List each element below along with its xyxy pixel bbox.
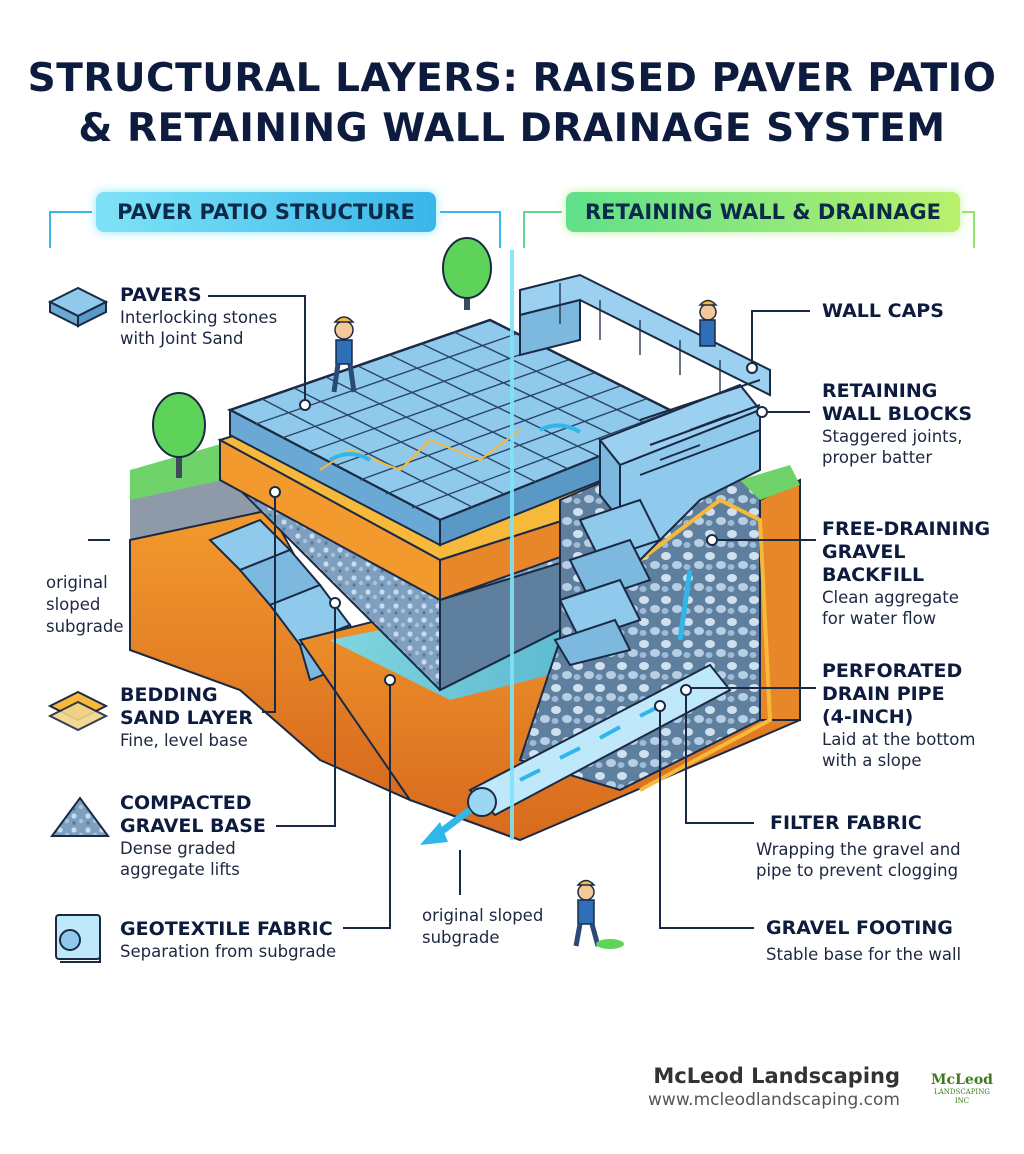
label-wall-blocks: RETAINING WALL BLOCKS Staggered joints, … bbox=[822, 380, 972, 468]
bracket-right-end bbox=[962, 211, 975, 248]
water-arrow-2 bbox=[539, 423, 582, 434]
label-bedding: BEDDING SAND LAYER Fine, level base bbox=[120, 684, 253, 751]
label-drain-pipe: PERFORATED DRAIN PIPE (4-INCH) Laid at t… bbox=[822, 660, 975, 771]
label-wall-blocks-heading: RETAINING WALL BLOCKS bbox=[822, 380, 973, 425]
logo-name: McLeod bbox=[931, 1072, 993, 1088]
label-geotextile-heading: GEOTEXTILE FABRIC bbox=[120, 918, 333, 940]
paver-stack-icon bbox=[47, 286, 109, 328]
label-filter-desc: Wrapping the gravel and pipe to prevent … bbox=[756, 840, 961, 880]
label-wall-blocks-desc: Staggered joints, proper batter bbox=[822, 427, 963, 467]
down-arrow bbox=[677, 569, 693, 641]
bracket-left bbox=[49, 211, 92, 248]
page-title: STRUCTURAL LAYERS: RAISED PAVER PATIO & … bbox=[0, 54, 1024, 154]
gravel-pile-icon bbox=[50, 796, 110, 837]
bracket-left-end bbox=[440, 211, 501, 248]
title-line-1: STRUCTURAL LAYERS: RAISED PAVER PATIO bbox=[27, 56, 997, 101]
leader-dots bbox=[269, 362, 768, 712]
brand-name: McLeod Landscaping bbox=[653, 1064, 900, 1088]
tree-icon bbox=[442, 237, 492, 310]
label-gravel-base-heading: COMPACTED GRAVEL BASE bbox=[120, 792, 266, 837]
wall-top-blocks bbox=[559, 283, 721, 392]
label-bedding-desc: Fine, level base bbox=[120, 731, 248, 750]
label-filter-heading: FILTER FABRIC bbox=[770, 812, 922, 834]
label-drain-pipe-heading: PERFORATED DRAIN PIPE (4-INCH) bbox=[822, 660, 963, 728]
back-grass bbox=[740, 465, 800, 500]
outflow-arrow-head bbox=[420, 822, 448, 845]
section-pill-paver: PAVER PATIO STRUCTURE bbox=[96, 192, 436, 232]
label-pavers: PAVERS Interlocking stones with Joint Sa… bbox=[120, 284, 277, 349]
worker-icon bbox=[698, 299, 718, 347]
section-pill-wall: RETAINING WALL & DRAINAGE bbox=[566, 192, 960, 232]
label-backfill: FREE-DRAINING GRAVEL BACKFILL Clean aggr… bbox=[822, 518, 990, 629]
fabric-roll-icon bbox=[55, 914, 101, 963]
drain-pipe bbox=[467, 663, 732, 817]
label-wall-caps-heading: WALL CAPS bbox=[822, 300, 944, 322]
leader-lines bbox=[88, 295, 816, 929]
brand-url: www.mcleodlandscaping.com bbox=[648, 1090, 900, 1110]
worker-icon bbox=[331, 316, 357, 393]
label-wall-caps: WALL CAPS bbox=[822, 300, 944, 323]
label-pavers-desc: Interlocking stones with Joint Sand bbox=[120, 308, 278, 348]
retaining-wall bbox=[519, 273, 771, 667]
water-arrow-1 bbox=[328, 452, 372, 462]
label-geotextile: GEOTEXTILE FABRIC Separation from subgra… bbox=[120, 918, 336, 962]
sand-layer-icon bbox=[47, 690, 109, 732]
title-line-2: & RETAINING WALL DRAINAGE SYSTEM bbox=[78, 106, 946, 151]
label-backfill-heading: FREE-DRAINING GRAVEL BACKFILL bbox=[822, 518, 991, 586]
label-backfill-desc: Clean aggregate for water flow bbox=[822, 588, 959, 628]
worker-icon bbox=[573, 879, 624, 949]
label-geotextile-desc: Separation from subgrade bbox=[120, 942, 337, 961]
company-logo: McLeod LANDSCAPING INC bbox=[928, 1072, 996, 1112]
label-bedding-heading: BEDDING SAND LAYER bbox=[120, 684, 254, 729]
label-filter-fabric: FILTER FABRIC Wrapping the gravel and pi… bbox=[756, 812, 961, 881]
filter-fabric bbox=[638, 497, 773, 792]
paver-grid bbox=[255, 331, 673, 509]
label-footing-desc: Stable base for the wall bbox=[766, 945, 962, 964]
label-gravel-base: COMPACTED GRAVEL BASE Dense graded aggre… bbox=[120, 792, 266, 880]
label-pavers-heading: PAVERS bbox=[120, 284, 202, 306]
label-drain-pipe-desc: Laid at the bottom with a slope bbox=[822, 730, 976, 770]
label-gravel-base-desc: Dense graded aggregate lifts bbox=[120, 839, 240, 879]
bracket-right bbox=[523, 211, 562, 248]
label-original-subgrade-bottom: original sloped subgrade bbox=[422, 906, 544, 947]
tree-icon bbox=[152, 392, 206, 478]
label-gravel-footing: GRAVEL FOOTING Stable base for the wall bbox=[766, 917, 961, 965]
logo-sub: LANDSCAPING INC bbox=[934, 1088, 990, 1105]
label-original-subgrade-left: original sloped subgrade bbox=[46, 573, 124, 636]
label-footing-heading: GRAVEL FOOTING bbox=[766, 917, 953, 939]
